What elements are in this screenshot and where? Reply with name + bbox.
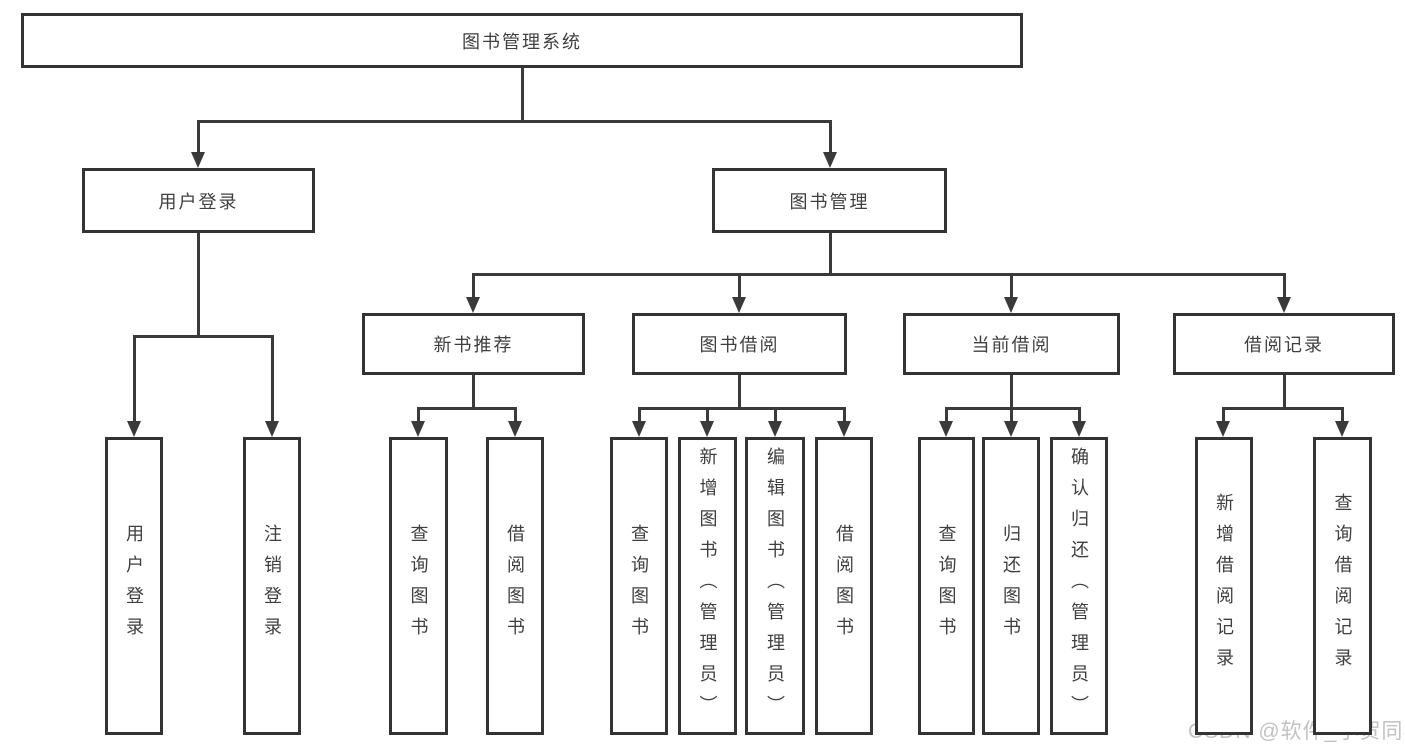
node-borrow-record: 借阅记录 [1173, 313, 1395, 375]
node-label-logout-leaf: 注销登录 [262, 524, 282, 648]
node-label-rec-borrow: 借阅图书 [505, 524, 525, 648]
node-new-book-rec: 新书推荐 [362, 313, 585, 375]
connector-drop-4 [843, 407, 846, 423]
node-label-cb-return: 归还图书 [1001, 524, 1021, 648]
connector-bar-3 [417, 407, 517, 410]
arrow-down-icon [127, 421, 141, 437]
node-rec-borrow: 借阅图书 [486, 437, 544, 735]
node-cb-confirm: 确认归还（管理员） [1050, 437, 1108, 735]
connector-bar-5 [945, 407, 1081, 410]
arrow-down-icon [700, 421, 714, 437]
connector-bar-0 [197, 120, 832, 123]
connector-drop-1 [133, 335, 136, 423]
node-label-bb-borrow: 借阅图书 [834, 524, 854, 648]
node-cb-query: 查询图书 [918, 437, 975, 735]
node-label-borrow-record: 借阅记录 [1244, 335, 1324, 355]
node-book-mgmt: 图书管理 [712, 168, 947, 233]
node-bb-query: 查询图书 [610, 437, 668, 735]
node-bb-add: 新增图书（管理员） [678, 437, 737, 735]
connector-bar-4 [638, 407, 846, 410]
connector-drop-2 [1010, 273, 1013, 299]
connector-drop-4 [706, 407, 709, 423]
node-label-book-borrow: 图书借阅 [699, 335, 780, 355]
connector-drop-5 [1078, 407, 1081, 423]
node-user-login: 用户登录 [82, 168, 315, 233]
node-logout-leaf: 注销登录 [243, 437, 301, 735]
node-bb-borrow: 借阅图书 [815, 437, 873, 735]
connector-drop-3 [514, 407, 517, 423]
connector-stem-6 [1283, 375, 1286, 410]
node-label-br-add: 新增借阅记录 [1214, 493, 1234, 679]
node-label-cb-query: 查询图书 [936, 524, 957, 648]
node-label-br-query: 查询借阅记录 [1332, 493, 1353, 679]
connector-drop-4 [638, 407, 641, 423]
connector-bar-2 [472, 273, 1286, 276]
connector-bar-1 [133, 335, 274, 338]
connector-stem-2 [829, 233, 832, 276]
arrow-down-icon [1072, 421, 1086, 437]
node-label-login-leaf: 用户登录 [124, 524, 144, 648]
node-label-bb-edit: 编辑图书（管理员） [765, 446, 785, 726]
node-br-query: 查询借阅记录 [1313, 437, 1372, 735]
connector-drop-2 [1283, 273, 1286, 299]
node-label-cb-confirm: 确认归还（管理员） [1069, 446, 1089, 726]
arrow-down-icon [768, 421, 782, 437]
arrow-down-icon [837, 421, 851, 437]
arrow-down-icon [939, 421, 953, 437]
arrow-down-icon [1216, 421, 1230, 437]
node-label-current-borrow: 当前借阅 [971, 335, 1052, 355]
arrow-down-icon [1335, 421, 1349, 437]
node-cb-return: 归还图书 [982, 437, 1040, 735]
connector-drop-3 [417, 407, 420, 423]
connector-drop-4 [774, 407, 777, 423]
connector-drop-6 [1222, 407, 1225, 423]
connector-drop-6 [1341, 407, 1344, 423]
arrow-down-icon [466, 297, 480, 313]
connector-drop-0 [197, 120, 200, 154]
arrow-down-icon [1004, 297, 1018, 313]
connector-stem-0 [521, 68, 524, 123]
arrow-down-icon [632, 421, 646, 437]
connector-drop-2 [738, 273, 741, 299]
node-label-user-login: 用户登录 [158, 191, 239, 212]
arrow-down-icon [411, 421, 425, 437]
node-label-bb-add: 新增图书（管理员） [697, 446, 718, 726]
connector-bar-6 [1222, 407, 1344, 410]
connector-drop-0 [829, 120, 832, 154]
node-label-root: 图书管理系统 [462, 31, 582, 52]
connector-drop-2 [472, 273, 475, 299]
connector-drop-5 [1010, 407, 1013, 423]
node-label-new-book-rec: 新书推荐 [433, 335, 514, 355]
node-label-bb-query: 查询图书 [629, 524, 649, 648]
connector-stem-1 [197, 233, 200, 338]
node-rec-query: 查询图书 [389, 437, 448, 735]
arrow-down-icon [1004, 421, 1018, 437]
arrow-down-icon [823, 152, 837, 168]
connector-drop-1 [271, 335, 274, 423]
arrow-down-icon [191, 152, 205, 168]
node-br-add: 新增借阅记录 [1195, 437, 1253, 735]
connector-stem-3 [472, 375, 475, 410]
connector-stem-5 [1010, 375, 1013, 410]
connector-drop-5 [945, 407, 948, 423]
arrow-down-icon [732, 297, 746, 313]
node-label-book-mgmt: 图书管理 [789, 191, 870, 212]
node-current-borrow: 当前借阅 [903, 313, 1120, 375]
connector-stem-4 [738, 375, 741, 410]
node-label-rec-query: 查询图书 [408, 524, 429, 648]
arrow-down-icon [265, 421, 279, 437]
arrow-down-icon [508, 421, 522, 437]
node-root: 图书管理系统 [21, 13, 1023, 68]
node-book-borrow: 图书借阅 [632, 313, 847, 375]
arrow-down-icon [1277, 297, 1291, 313]
node-bb-edit: 编辑图书（管理员） [745, 437, 805, 735]
node-login-leaf: 用户登录 [105, 437, 163, 735]
